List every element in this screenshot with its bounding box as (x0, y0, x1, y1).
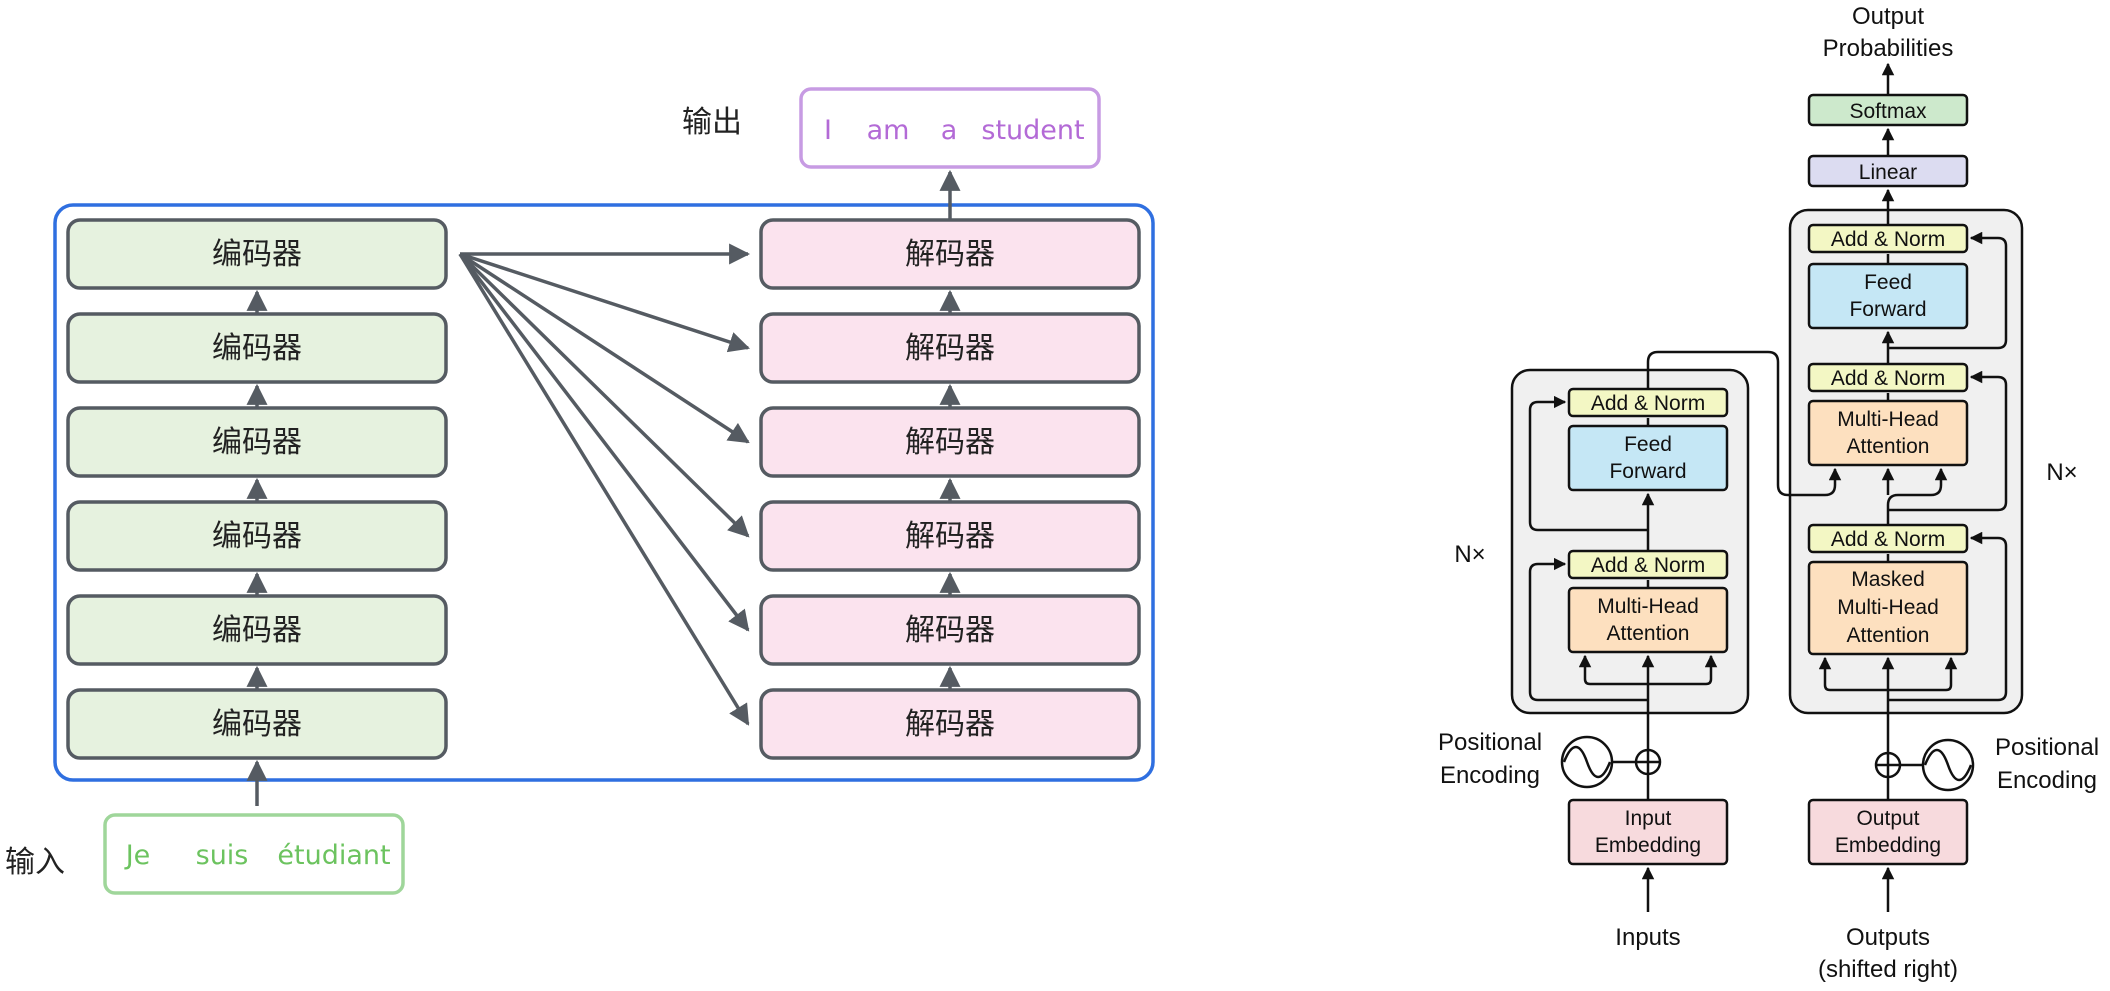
linear-label: Linear (1859, 161, 1917, 184)
encoder-label: 编码器 (212, 613, 302, 648)
input-embedding-label: Embedding (1595, 834, 1701, 857)
decoder-label: 解码器 (905, 425, 995, 460)
positional-encoding-label-left: Encoding (1440, 762, 1540, 789)
output-word: a (941, 115, 958, 146)
encoder-label: 编码器 (212, 707, 302, 742)
positional-encoding-label-right: Positional (1995, 734, 2099, 761)
feed-forward-label: Feed (1624, 433, 1672, 456)
input-embedding-label: Input (1625, 807, 1672, 830)
output-label: 输出 (682, 105, 742, 140)
fan-arrow (459, 252, 750, 444)
transformer-architecture: Output Probabilities Softmax Linear Add … (1438, 3, 2099, 983)
decoder-label: 解码器 (905, 331, 995, 366)
outer-frame (53, 203, 1155, 782)
decoder-label: 解码器 (905, 613, 995, 648)
encoder-stack-frame (1510, 368, 1750, 715)
encoder-label: 编码器 (212, 331, 302, 366)
decoder-stack: 解码器 解码器 解码器 解码器 解码器 解码器 (759, 218, 1141, 760)
output-embedding-label: Output (1856, 807, 1919, 830)
positional-encoding-label-right: Encoding (1997, 767, 2097, 794)
positional-encoding-label-left: Positional (1438, 729, 1542, 756)
add-norm-label: Add & Norm (1831, 528, 1945, 551)
output-probabilities-label: Output (1852, 3, 1924, 30)
input-word: Je (124, 840, 151, 871)
flow-lines (1528, 62, 2008, 912)
input-words: Je suis étudiant (124, 840, 391, 871)
feed-forward-label: Forward (1609, 460, 1686, 483)
masked-attention-label: Masked (1851, 568, 1925, 591)
nx-label-decoder: N× (2046, 459, 2077, 486)
add-norm-label: Add & Norm (1831, 228, 1945, 251)
stack-arrows (246, 169, 961, 806)
output-word: am (867, 115, 910, 146)
decoder-label: 解码器 (905, 237, 995, 272)
output-probabilities-label: Probabilities (1823, 35, 1954, 62)
add-circle-icon (1874, 751, 1902, 779)
input-word: étudiant (277, 840, 390, 871)
inputs-label: Inputs (1615, 924, 1680, 951)
encoder-to-decoder-arrows (458, 243, 751, 726)
output-word: student (981, 115, 1084, 146)
encoder-label: 编码器 (212, 425, 302, 460)
masked-attention-label: Attention (1847, 624, 1930, 647)
feed-forward-label: Feed (1864, 271, 1912, 294)
add-norm-label: Add & Norm (1591, 392, 1705, 415)
positional-encoding-wave-icon (1560, 735, 1614, 789)
decoder-label: 解码器 (905, 519, 995, 554)
feed-forward-label: Forward (1849, 298, 1926, 321)
input-label: 输入 (5, 845, 65, 880)
masked-attention-label: Multi-Head (1837, 596, 1939, 619)
output-word: I (824, 115, 832, 146)
encoder-label: 编码器 (212, 237, 302, 272)
multi-head-attention-label: Attention (1847, 435, 1930, 458)
positional-encoding-wave-icon (1921, 738, 1975, 792)
multi-head-attention-label: Attention (1607, 622, 1690, 645)
multi-head-attention-label: Multi-Head (1837, 408, 1939, 431)
fan-arrow (458, 252, 750, 538)
add-circle-icon (1634, 748, 1662, 776)
encoder-decoder-diagram: 输出 I am a student 输入 Je suis étudiant 编码… (5, 87, 1155, 895)
multi-head-attention-label: Multi-Head (1597, 595, 1699, 618)
decoder-label: 解码器 (905, 707, 995, 742)
add-norm-label: Add & Norm (1591, 554, 1705, 577)
fan-arrow (458, 252, 750, 632)
output-words: I am a student (824, 115, 1085, 146)
softmax-label: Softmax (1849, 100, 1927, 123)
outputs-label: Outputs (1846, 924, 1930, 951)
fan-arrow (458, 253, 750, 726)
output-box (799, 87, 1101, 169)
outputs-label: (shifted right) (1818, 956, 1958, 983)
encoder-block (66, 218, 448, 290)
encoder-label: 编码器 (212, 519, 302, 554)
fan-arrow (459, 252, 750, 353)
input-word: suis (196, 840, 249, 871)
output-embedding-label: Embedding (1835, 834, 1941, 857)
input-box (103, 813, 405, 895)
nx-label-encoder: N× (1454, 541, 1485, 568)
add-norm-label: Add & Norm (1831, 367, 1945, 390)
